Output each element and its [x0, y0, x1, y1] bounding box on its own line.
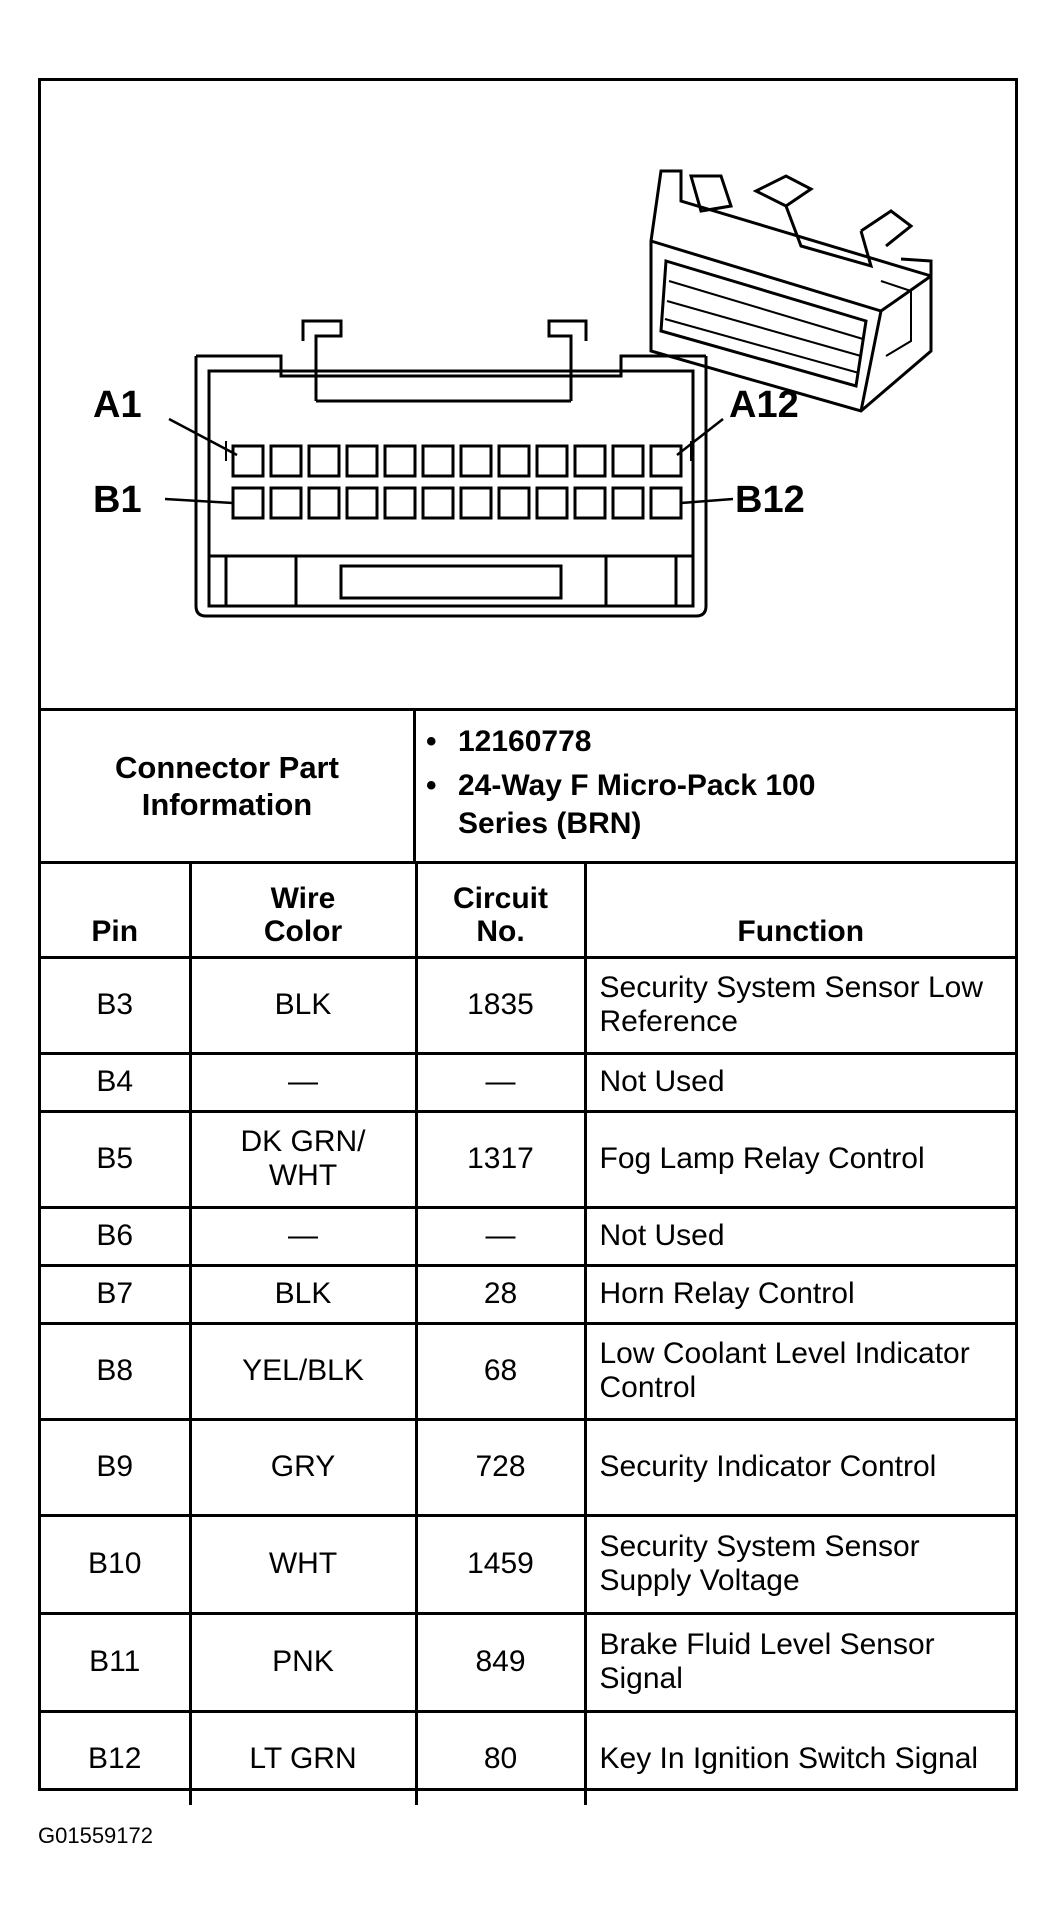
header-function: Function	[583, 864, 1015, 959]
connector-diagram: A1 A12 B1 B12	[41, 81, 1015, 711]
connector-info-title: Connector Part Information	[41, 711, 416, 861]
cell-circuit-no: —	[414, 1051, 587, 1113]
cell-circuit-no: 1317	[414, 1109, 587, 1209]
connector-drawing	[164, 169, 933, 618]
header-pin: Pin	[41, 864, 192, 959]
table-row: B4——Not Used	[41, 1051, 1015, 1113]
cell-pin: B8	[41, 1321, 192, 1421]
cell-circuit-no: 849	[414, 1611, 587, 1713]
cell-wire-color: YEL/BLK	[188, 1321, 418, 1421]
cell-function: Key In Ignition Switch Signal	[583, 1709, 1015, 1805]
connector-info-row: Connector Part Information 12160778 24-W…	[41, 711, 1015, 864]
cell-wire-color: LT GRN	[188, 1709, 418, 1805]
connector-part-number: 12160778	[426, 723, 1015, 761]
cell-circuit-no: 728	[414, 1417, 587, 1517]
cell-circuit-no: 68	[414, 1321, 587, 1421]
cell-wire-color: PNK	[188, 1611, 418, 1713]
pin-label-b12: B12	[735, 479, 805, 521]
connector-info-list: 12160778 24-Way F Micro-Pack 100 Series …	[416, 711, 1015, 861]
pin-row-b	[231, 486, 683, 520]
cell-pin: B7	[41, 1263, 192, 1325]
cell-function: Security System Sensor Low Reference	[583, 955, 1015, 1055]
connector-sheet: A1 A12 B1 B12 Connector Part Information…	[38, 78, 1018, 1805]
cell-circuit-no: —	[414, 1205, 587, 1267]
cell-pin: B9	[41, 1417, 192, 1517]
leader-lines	[164, 417, 734, 505]
cell-function: Not Used	[583, 1205, 1015, 1267]
cell-circuit-no: 1459	[414, 1513, 587, 1615]
cell-circuit-no: 28	[414, 1263, 587, 1325]
header-wire-color: Wire Color	[188, 864, 418, 959]
cell-wire-color: WHT	[188, 1513, 418, 1615]
pin-label-a12: A12	[729, 384, 799, 426]
cell-function: Not Used	[583, 1051, 1015, 1113]
pin-row-a	[231, 444, 683, 478]
header-circuit-no: Circuit No.	[414, 864, 587, 959]
cell-circuit-no: 80	[414, 1709, 587, 1805]
cell-pin: B4	[41, 1051, 192, 1113]
cell-function: Brake Fluid Level Sensor Signal	[583, 1611, 1015, 1713]
table-header-row: Pin Wire Color Circuit No. Function	[41, 864, 1015, 959]
connector-front-view	[194, 319, 708, 618]
pin-label-b1: B1	[93, 479, 142, 521]
pin-label-a1: A1	[93, 384, 142, 426]
cell-pin: B12	[41, 1709, 192, 1805]
cell-wire-color: BLK	[188, 1263, 418, 1325]
table-row: B6——Not Used	[41, 1205, 1015, 1267]
cell-wire-color: —	[188, 1051, 418, 1113]
cell-pin: B10	[41, 1513, 192, 1615]
cell-function: Security System Sensor Supply Voltage	[583, 1513, 1015, 1615]
connector-info-title-text: Connector Part Information	[115, 749, 339, 822]
document-code: G01559172	[38, 1823, 153, 1848]
cell-function: Horn Relay Control	[583, 1263, 1015, 1325]
cell-wire-color: BLK	[188, 955, 418, 1055]
cell-wire-color: —	[188, 1205, 418, 1267]
cell-pin: B3	[41, 955, 192, 1055]
cell-wire-color: GRY	[188, 1417, 418, 1517]
connector-description: 24-Way F Micro-Pack 100 Series (BRN)	[426, 767, 838, 843]
cell-function: Low Coolant Level Indicator Control	[583, 1321, 1015, 1421]
cell-circuit-no: 1835	[414, 955, 587, 1055]
cell-function: Security Indicator Control	[583, 1417, 1015, 1517]
cell-pin: B11	[41, 1611, 192, 1713]
connector-isometric-view	[649, 169, 933, 413]
cell-pin: B6	[41, 1205, 192, 1267]
cell-pin: B5	[41, 1109, 192, 1209]
cell-wire-color: DK GRN/ WHT	[188, 1109, 418, 1209]
cell-function: Fog Lamp Relay Control	[583, 1109, 1015, 1209]
